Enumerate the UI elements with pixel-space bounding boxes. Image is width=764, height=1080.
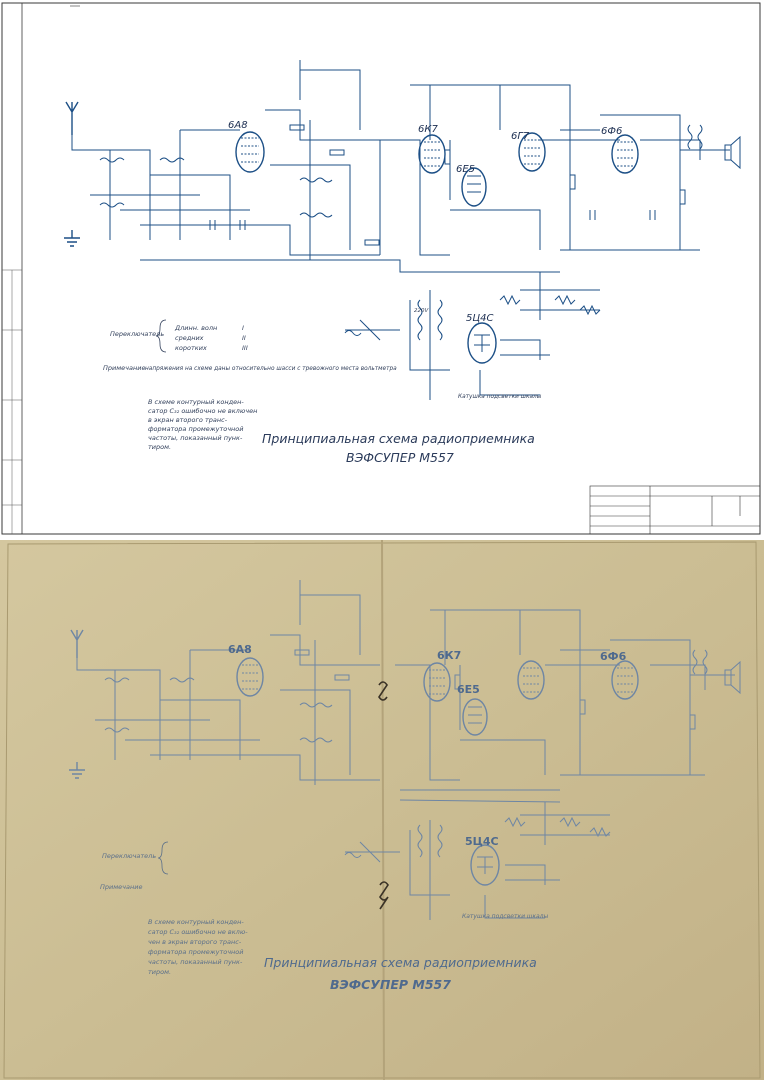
photo-loop-note-line-1: В схеме контурный конден- xyxy=(148,918,244,926)
band-short: коротких xyxy=(175,344,207,352)
tube-6k7: 6К7 xyxy=(418,124,446,174)
photo-tube-label-6f6: 6Ф6 xyxy=(600,650,627,663)
loop-note-line-6: тиром. xyxy=(148,443,171,451)
photo-band-note-label: Переключатель xyxy=(102,852,156,860)
loop-note-line-2: сатор С₃₂ ошибочно не включен xyxy=(148,407,257,415)
remark-text: напряжения на схеме даны относительно ша… xyxy=(145,366,397,372)
photo-loop-capacitor-note: В схеме контурный конден- сатор С₃₂ ошиб… xyxy=(148,918,248,976)
photo-tube-6e5: 6Е5 xyxy=(457,683,488,736)
redrawn-schematic-panel: 6А8 6К7 6Е5 6Г7 6Ф6 5Ц4С Переключатель Д… xyxy=(1,2,761,535)
photo-tube-6f6: 6Ф6 xyxy=(600,650,639,700)
loop-note-line-3: в экран второго транс- xyxy=(148,416,228,424)
title-block xyxy=(589,485,761,535)
band-switch-legend: Переключатель Длинн. волн средних коротк… xyxy=(110,319,248,353)
sheet-inner-border xyxy=(21,2,761,535)
tube-label-6g7: 6Г7 xyxy=(511,131,530,142)
loop-note-line-4: форматора промежуточной xyxy=(148,425,244,433)
tube-label-5c4s: 5Ц4С xyxy=(466,313,493,324)
photo-band-brace xyxy=(157,841,169,875)
tube-6f6: 6Ф6 xyxy=(601,126,639,174)
redrawn-schematic-svg: 6А8 6К7 6Е5 6Г7 6Ф6 5Ц4С Переключатель Д… xyxy=(1,2,761,535)
photo-loop-note-line-4: форматора промежуточной xyxy=(148,948,244,956)
photo-title-line-2: ВЭФСУПЕР М557 xyxy=(330,977,451,992)
paper-edge xyxy=(3,541,761,1079)
band-pos-1: I xyxy=(242,324,244,332)
tube-6e5: 6Е5 xyxy=(456,164,487,207)
remark-label: Примечание xyxy=(103,364,145,372)
tube-label-6k7: 6К7 xyxy=(418,124,438,135)
staple-bottom xyxy=(379,881,389,910)
photo-loop-note-line-6: тиром. xyxy=(148,968,171,976)
loop-capacitor-note: В схеме контурный конден- сатор С₃₂ ошиб… xyxy=(148,398,257,451)
antenna-symbol xyxy=(65,101,79,135)
photo-schematic-wiring xyxy=(76,580,735,920)
ground-symbol xyxy=(64,230,80,247)
tube-6a8: 6А8 xyxy=(228,120,265,173)
photo-antenna-symbol xyxy=(70,629,84,658)
photo-remark-label: Примечание xyxy=(100,883,142,891)
band-pos-3: III xyxy=(242,344,248,352)
photo-tube-6g7 xyxy=(517,660,545,700)
scale-lamp-label: Катушка подсветки шкалы xyxy=(458,394,542,400)
photo-tube-label-6e5: 6Е5 xyxy=(457,683,480,696)
remark-block: Примечание напряжения на схеме даны отно… xyxy=(103,364,397,372)
original-photo-svg: 6А8 6К7 6Е5 6Ф6 5Ц4С Переключатель Приме… xyxy=(0,540,764,1080)
staple-top xyxy=(378,681,388,701)
photo-tube-label-6k7: 6К7 xyxy=(437,649,461,662)
schematic-components xyxy=(99,124,741,345)
tube-label-6a8: 6А8 xyxy=(228,120,248,131)
band-medium: средних xyxy=(175,334,204,342)
drawing-title-line-2: ВЭФСУПЕР М557 xyxy=(346,450,454,465)
tube-5c4s: 5Ц4С xyxy=(466,313,497,364)
photo-tube-label-5c4s: 5Ц4С xyxy=(465,835,499,848)
tube-label-6f6: 6Ф6 xyxy=(601,126,622,137)
tube-6g7: 6Г7 xyxy=(511,131,546,172)
photo-scale-lamp-label: Катушка подсветки шкалы xyxy=(462,913,549,920)
photo-tube-label-6a8: 6А8 xyxy=(228,643,252,656)
photo-loop-note-line-5: частоты, показанный пунк- xyxy=(148,958,243,966)
photo-tube-6a8: 6А8 xyxy=(228,643,264,697)
drawing-title-line-1: Принципиальная схема радиоприемника xyxy=(262,431,535,446)
original-photo-panel: 6А8 6К7 6Е5 6Ф6 5Ц4С Переключатель Приме… xyxy=(0,540,764,1080)
band-pos-2: II xyxy=(242,334,246,342)
tube-label-6e5: 6Е5 xyxy=(456,164,475,175)
band-long: Длинн. волн xyxy=(174,324,217,332)
loop-note-line-1: В схеме контурный конден- xyxy=(148,398,244,406)
left-margin-strip xyxy=(2,269,22,534)
photo-schematic-components xyxy=(104,649,741,858)
photo-ground-symbol xyxy=(69,762,85,779)
loop-note-line-5: частоты, показанный пунк- xyxy=(148,434,243,442)
photo-tube-6k7: 6К7 xyxy=(423,649,461,702)
photo-tube-5c4s: 5Ц4С xyxy=(465,835,500,886)
band-note-label: Переключатель xyxy=(110,330,164,338)
schematic-wiring xyxy=(71,60,730,400)
photo-loop-note-line-3: чен в экран второго транс- xyxy=(148,938,242,946)
mains-voltage-label: 220V xyxy=(414,308,429,314)
photo-loop-note-line-2: сатор С₃₂ ошибочно не вклю- xyxy=(148,928,248,936)
center-fold xyxy=(381,540,385,1080)
photo-title-line-1: Принципиальная схема радиоприемника xyxy=(264,955,537,970)
